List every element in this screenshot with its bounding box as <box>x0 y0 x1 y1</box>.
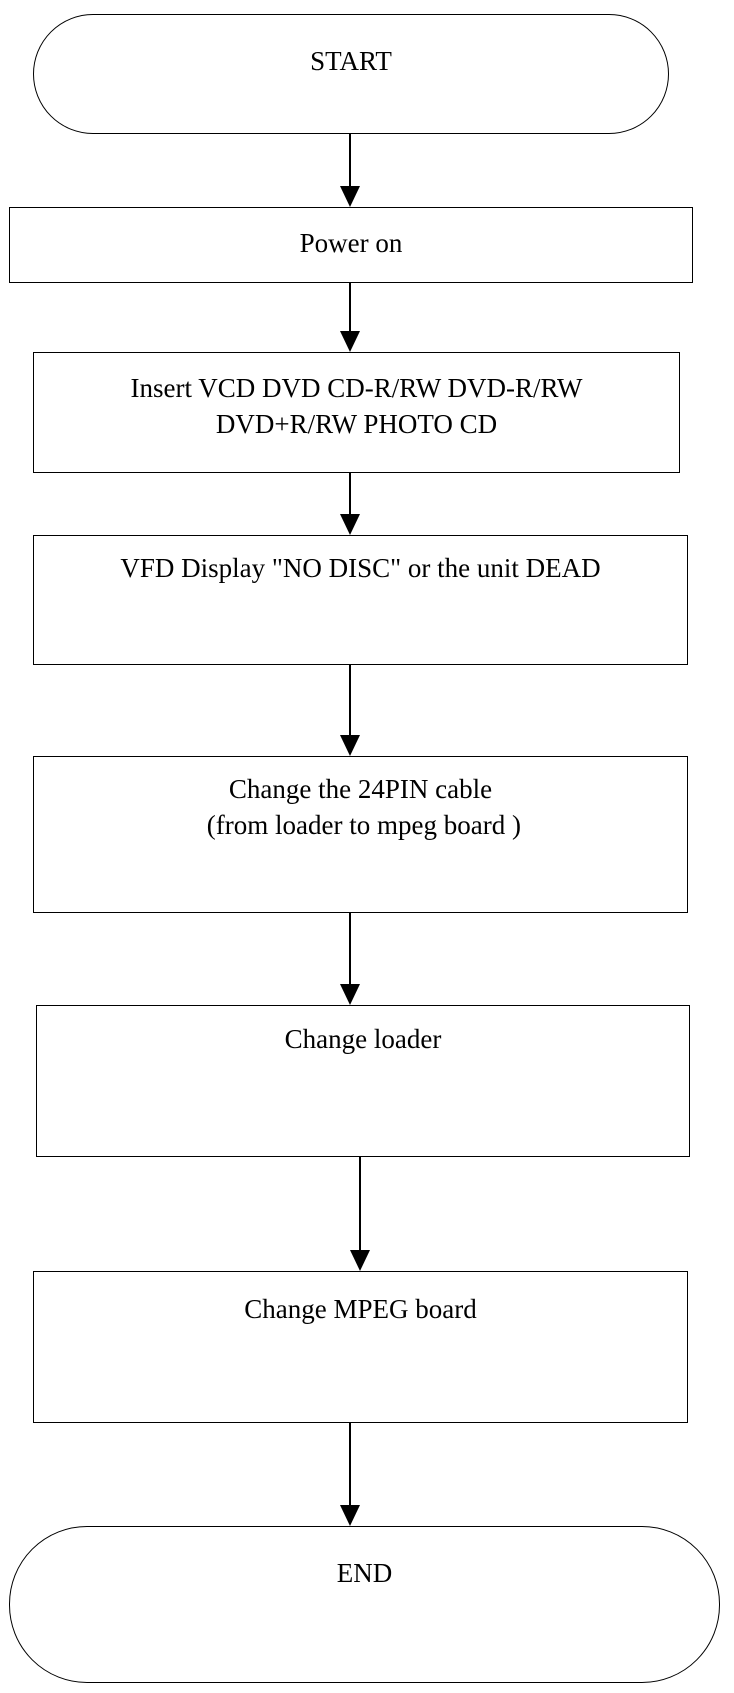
arrow-vfd-display-to-change-cable <box>340 665 360 756</box>
insert-disc-label: Insert VCD DVD CD-R/RW DVD-R/RW DVD+R/RW… <box>130 373 583 439</box>
arrow-insert-disc-to-vfd-display <box>340 473 360 535</box>
arrow-change-cable-to-change-loader <box>340 913 360 1005</box>
change-mpeg-label: Change MPEG board <box>244 1294 477 1324</box>
arrow-power-on-to-insert-disc <box>340 283 360 352</box>
change-mpeg-box: Change MPEG board <box>33 1271 688 1423</box>
end-terminal: END <box>9 1526 720 1683</box>
vfd-display-box: VFD Display "NO DISC" or the unit DEAD <box>33 535 688 665</box>
power-on-box: Power on <box>9 207 693 283</box>
change-cable-label: Change the 24PIN cable (from loader to m… <box>206 774 521 840</box>
arrow-change-mpeg-to-end <box>340 1423 360 1526</box>
end-label: END <box>336 1558 393 1588</box>
arrow-change-loader-to-change-mpeg <box>350 1157 370 1271</box>
arrow-start-to-power-on <box>340 133 360 207</box>
change-loader-box: Change loader <box>36 1005 690 1157</box>
power-on-label: Power on <box>299 228 403 258</box>
change-loader-label: Change loader <box>284 1024 442 1054</box>
insert-disc-box: Insert VCD DVD CD-R/RW DVD-R/RW DVD+R/RW… <box>33 352 680 473</box>
change-cable-box: Change the 24PIN cable (from loader to m… <box>33 756 688 913</box>
vfd-display-label: VFD Display "NO DISC" or the unit DEAD <box>120 553 601 583</box>
start-label: START <box>310 46 392 76</box>
start-terminal: START <box>33 14 669 134</box>
